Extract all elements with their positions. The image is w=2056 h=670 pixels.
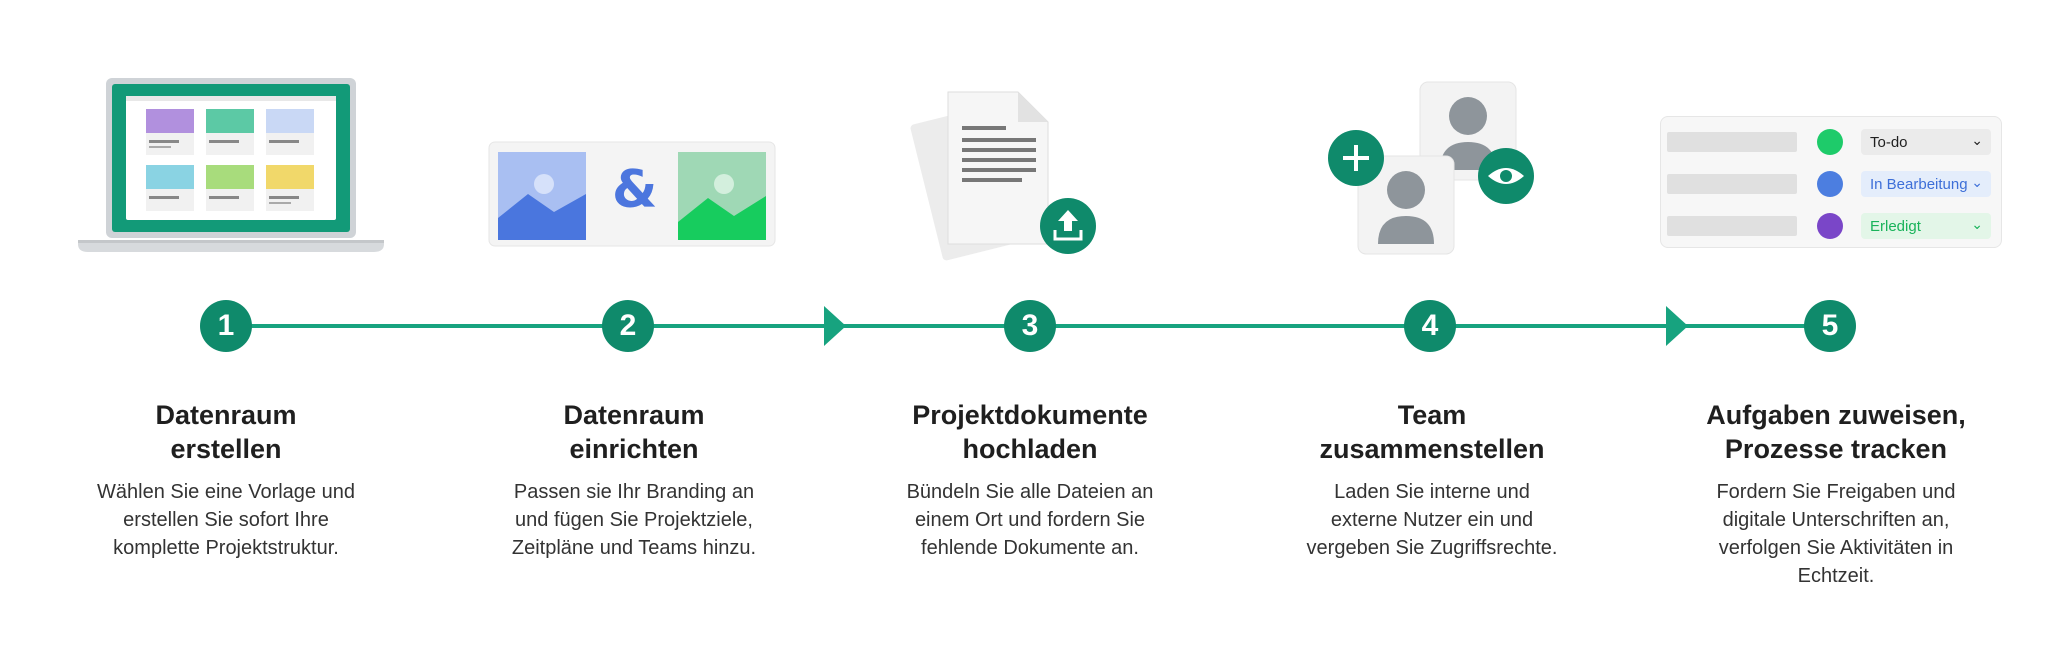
document-icon xyxy=(947,91,1049,245)
chevron-down-icon: ⌄ xyxy=(1971,132,1983,148)
step-1: Datenraum erstellen Wählen Sie eine Vorl… xyxy=(66,398,386,562)
template-grid xyxy=(146,109,314,211)
step-5: Aufgaben zuweisen, Prozesse tracken Ford… xyxy=(1666,398,2006,590)
task-row: Erledigt ⌄ xyxy=(1667,213,1997,239)
timeline-arrow-icon xyxy=(824,306,846,346)
status-dot xyxy=(1817,213,1843,239)
task-name-placeholder xyxy=(1667,216,1797,236)
document-upload-illustration xyxy=(910,91,1096,261)
step-description: Fordern Sie Freigaben und digitale Unter… xyxy=(1716,481,1956,587)
user-card xyxy=(1357,155,1455,255)
status-label: Erledigt xyxy=(1870,217,1921,235)
step-number-4: 4 xyxy=(1404,300,1456,352)
step-number-1: 1 xyxy=(200,300,252,352)
team-access-illustration xyxy=(1328,81,1534,255)
step-2: Datenraum einrichten Passen sie Ihr Bran… xyxy=(474,398,794,562)
step-number-3: 3 xyxy=(1004,300,1056,352)
laptop-templates-illustration xyxy=(78,78,384,252)
status-select-in-progress[interactable]: In Bearbeitung ⌄ xyxy=(1861,171,1991,197)
image-placeholder-icon xyxy=(498,152,586,240)
status-label: To-do xyxy=(1870,133,1908,151)
step-description: Laden Sie interne und externe Nutzer ein… xyxy=(1306,481,1558,559)
step-3: Projektdokumente hochladen Bündeln Sie a… xyxy=(860,398,1200,562)
step-title: Aufgaben zuweisen, Prozesse tracken xyxy=(1706,400,1966,464)
task-row: To-do ⌄ xyxy=(1667,129,1997,155)
timeline-arrow-icon xyxy=(1666,306,1688,346)
task-name-placeholder xyxy=(1667,174,1797,194)
branding-illustration xyxy=(488,141,776,247)
status-dot xyxy=(1817,129,1843,155)
task-row: In Bearbeitung ⌄ xyxy=(1667,171,1997,197)
view-access-icon xyxy=(1478,148,1534,204)
add-user-icon xyxy=(1328,130,1384,186)
task-status-card: To-do ⌄ In Bearbeitung ⌄ Erledigt ⌄ xyxy=(1660,116,2002,248)
step-4: Team zusammenstellen Laden Sie interne u… xyxy=(1272,398,1592,562)
status-label: In Bearbeitung xyxy=(1870,175,1968,193)
step-title: Datenraum erstellen xyxy=(155,400,297,464)
status-dot xyxy=(1817,171,1843,197)
chevron-down-icon: ⌄ xyxy=(1971,174,1983,190)
status-select-todo[interactable]: To-do ⌄ xyxy=(1861,129,1991,155)
step-title: Team zusammenstellen xyxy=(1319,400,1545,464)
step-description: Passen sie Ihr Branding an und fügen Sie… xyxy=(511,481,757,559)
step-title: Datenraum einrichten xyxy=(563,400,705,464)
branding-ampersand: & xyxy=(612,160,658,220)
step-number-2: 2 xyxy=(602,300,654,352)
image-placeholder-icon xyxy=(678,152,766,240)
step-title: Projektdokumente hochladen xyxy=(912,400,1148,464)
chevron-down-icon: ⌄ xyxy=(1971,216,1983,232)
step-description: Bündeln Sie alle Dateien an einem Ort un… xyxy=(906,481,1154,559)
status-select-done[interactable]: Erledigt ⌄ xyxy=(1861,213,1991,239)
step-description: Wählen Sie eine Vorlage und erstellen Si… xyxy=(97,481,355,559)
task-name-placeholder xyxy=(1667,132,1797,152)
step-number-5: 5 xyxy=(1804,300,1856,352)
upload-icon xyxy=(1040,198,1096,254)
